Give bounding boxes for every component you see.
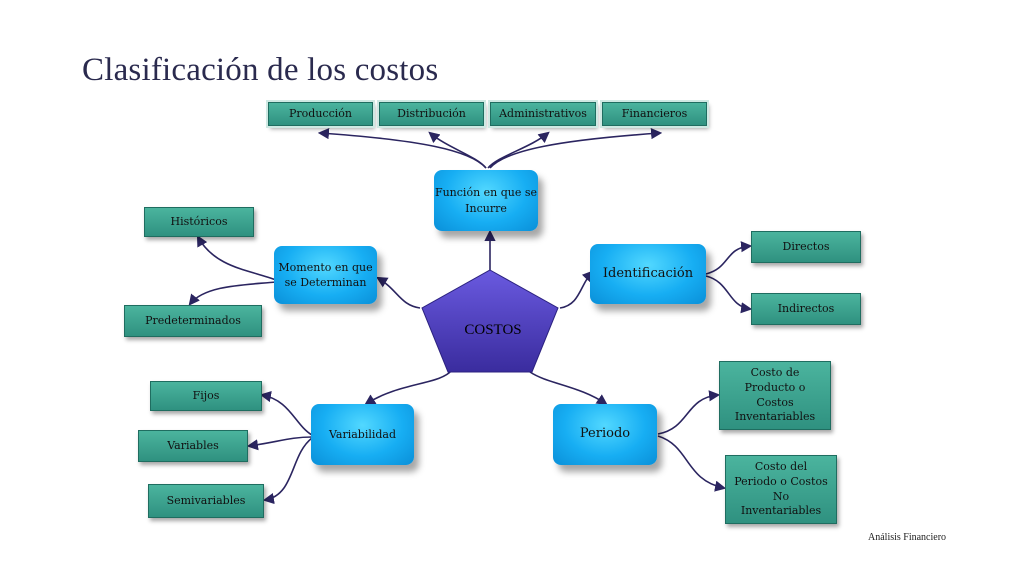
node-identificacion: Identificación (590, 244, 706, 304)
node-variables: Variables (138, 430, 248, 462)
node-financieros: Financieros (600, 100, 709, 128)
node-historicos: Históricos (144, 207, 254, 237)
node-indirectos: Indirectos (751, 293, 861, 325)
link-administrativos (487, 131, 550, 169)
center-label: COSTOS (464, 322, 522, 338)
link-semivariables (262, 437, 313, 505)
node-costo-producto: Costo de Producto o Costos Inventariable… (719, 361, 831, 430)
footer-text: Análisis Financiero (868, 532, 947, 543)
link-historicos (196, 235, 277, 281)
link-produccion (317, 128, 487, 169)
link-identificacion (559, 270, 594, 309)
link-directos (705, 241, 753, 275)
node-administrativos: Administrativos (488, 100, 598, 128)
link-momento (376, 276, 421, 309)
link-distribucion (428, 131, 487, 169)
link-fijos (259, 391, 313, 436)
node-funcion: Función en que se Incurre (434, 170, 538, 231)
node-produccion: Producción (266, 100, 375, 128)
node-semivariables: Semivariables (148, 484, 264, 518)
link-predeterminados (188, 281, 277, 306)
link-costo-periodo (657, 435, 727, 492)
node-periodo: Periodo (553, 404, 657, 465)
link-financieros (489, 128, 663, 169)
node-momento: Momento en que se Determinan (274, 246, 377, 304)
node-costo-periodo: Costo del Periodo o Costos No Inventaria… (725, 455, 837, 524)
center-pentagon (421, 269, 559, 373)
page-title: Clasificación de los costos (82, 52, 439, 88)
link-variabilidad (364, 369, 453, 406)
link-variables (246, 436, 313, 451)
link-costo-producto (657, 390, 721, 435)
link-indirectos (705, 275, 753, 314)
node-directos: Directos (751, 231, 861, 263)
node-predeterminados: Predeterminados (124, 305, 262, 337)
node-fijos: Fijos (150, 381, 262, 411)
link-periodo (529, 371, 608, 406)
node-variabilidad: Variabilidad (311, 404, 414, 465)
node-distribucion: Distribución (377, 100, 486, 128)
